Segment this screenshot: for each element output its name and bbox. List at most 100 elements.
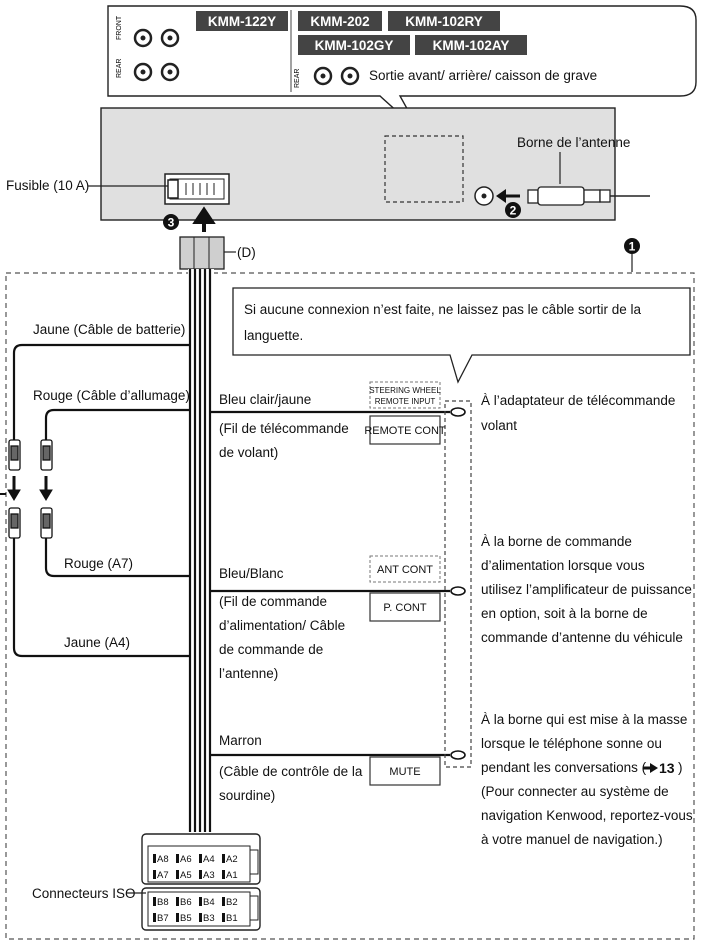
svg-text:2: 2 xyxy=(510,204,517,218)
dest-blue-white-1: À la borne de commande xyxy=(481,534,632,549)
dashed-region xyxy=(5,272,695,940)
iso-pin-mark xyxy=(222,854,225,863)
wire-label-red-a7: Rouge (A7) xyxy=(64,556,133,571)
iso-pin-label: A8 xyxy=(157,854,169,865)
iso-pin-mark xyxy=(199,870,202,879)
wire-desc-blue-yellow-2: de volant) xyxy=(219,445,278,460)
rca-jacks-left: FRONT REAR xyxy=(116,15,180,82)
iso-pin-label: B7 xyxy=(157,913,169,924)
dest-blue-white-3: utilisez l’amplificateur de puissance xyxy=(481,582,692,597)
right-wires xyxy=(210,410,450,757)
iso-pin-mark xyxy=(199,854,202,863)
note-line-2: languette. xyxy=(244,328,303,343)
model-kmm-202: KMM-202 xyxy=(310,14,369,29)
box-p-cont: P. CONT xyxy=(383,602,426,614)
iso-pin-label: B8 xyxy=(157,897,169,908)
svg-text:1: 1 xyxy=(629,240,636,254)
marker-2: 2 xyxy=(505,202,521,218)
svg-text:REAR: REAR xyxy=(116,59,123,78)
rca-jacks-right: REAR xyxy=(294,66,360,88)
dest-blue-yellow-1: À l’adaptateur de télécommande xyxy=(481,393,675,408)
iso-pin-label: B4 xyxy=(203,897,215,908)
remote-cont-box xyxy=(369,415,441,445)
iso-pin-label: A7 xyxy=(157,870,169,881)
model-kmm-102ay: KMM-102AY xyxy=(433,38,510,53)
iso-pin-label: A5 xyxy=(180,870,192,881)
steering-wheel-remote-box xyxy=(369,381,441,409)
iso-pin-mark xyxy=(153,854,156,863)
model-callout-box: FRONT REAR KMM-122Y KMM-202 KMM-102RY KM… xyxy=(107,5,697,133)
svg-text:3: 3 xyxy=(168,216,175,230)
wire-desc-blue-white-1: (Fil de commande xyxy=(219,594,327,609)
harness-bundle xyxy=(179,236,225,834)
iso-pin-label: A4 xyxy=(203,854,215,865)
iso-pin-label: A2 xyxy=(226,854,238,865)
note-line-1: Si aucune connexion n’est faite, ne lais… xyxy=(244,302,641,317)
wire-desc-blue-white-4: l’antenne) xyxy=(219,666,278,681)
iso-pin-mark xyxy=(176,897,179,906)
p-cont-box xyxy=(369,592,441,622)
wire-desc-blue-white-3: de commande de xyxy=(219,642,323,657)
iso-connectors-label: Connecteurs ISO xyxy=(32,886,136,901)
bullet-connectors xyxy=(8,439,53,539)
antenna-terminal-label: Borne de l’antenne xyxy=(517,135,630,150)
insert-arrow-icon xyxy=(192,206,216,232)
iso-pin-mark xyxy=(199,897,202,906)
iso-pin-label: A1 xyxy=(226,870,238,881)
svg-text:FRONT: FRONT xyxy=(116,15,123,40)
model-kmm-102ry: KMM-102RY xyxy=(405,14,483,29)
iso-pin-label: B6 xyxy=(180,897,192,908)
connector-d-label: (D) xyxy=(237,245,256,260)
dest-brown-6: à votre manuel de navigation.) xyxy=(481,832,663,847)
left-wires xyxy=(12,343,190,658)
page-ref-number: 13 xyxy=(659,760,675,776)
box-remote-cont: REMOTE CONT xyxy=(364,425,446,437)
iso-pin-mark xyxy=(222,870,225,879)
wire-desc-blue-yellow-1: (Fil de télécommande xyxy=(219,421,349,436)
iso-pin-mark xyxy=(176,870,179,879)
wire-label-yellow-battery: Jaune (Câble de batterie) xyxy=(33,322,185,337)
svg-text:REAR: REAR xyxy=(294,69,301,88)
iso-pin-label: A3 xyxy=(203,870,215,881)
wire-label-blue-white: Bleu/Blanc xyxy=(219,566,284,581)
rca-caption: Sortie avant/ arrière/ caisson de grave xyxy=(369,68,597,83)
model-kmm-102gy: KMM-102GY xyxy=(315,38,394,53)
fuse-icon xyxy=(167,179,179,199)
iso-pin-label: B1 xyxy=(226,913,238,924)
marker-3: 3 xyxy=(163,214,179,230)
wire-label-red-ignition: Rouge (Câble d’allumage) xyxy=(33,388,190,403)
iso-pin-mark xyxy=(153,870,156,879)
wire-label-yellow-a4: Jaune (A4) xyxy=(64,635,130,650)
wire-desc-blue-white-2: d’alimentation/ Câble xyxy=(219,618,345,633)
iso-pin-mark xyxy=(153,897,156,906)
model-badge-kmm-122y xyxy=(196,11,288,31)
box-steering-2: REMOTE INPUT xyxy=(375,397,436,406)
iso-pin-label: A6 xyxy=(180,854,192,865)
iso-pin-mark xyxy=(222,913,225,922)
iso-pin-mark xyxy=(153,913,156,922)
dest-brown-2: lorsque le téléphone sonne ou xyxy=(481,736,662,751)
box-mute: MUTE xyxy=(389,766,420,778)
antenna-plug-icon xyxy=(496,186,650,206)
wire-label-blue-yellow: Bleu clair/jaune xyxy=(219,392,311,407)
iso-connector-b xyxy=(141,887,261,931)
wire-desc-brown-2: sourdine) xyxy=(219,788,275,803)
iso-pin-label: B3 xyxy=(203,913,215,924)
dest-brown-3: pendant les conversations ( xyxy=(481,760,647,775)
dest-blue-white-5: commande d’antenne du véhicule xyxy=(481,630,683,645)
page-ref-close: ) xyxy=(678,760,683,775)
connect-arrows-icon xyxy=(0,476,53,501)
page-ref-arrow-icon xyxy=(643,763,658,773)
wire-end-loops xyxy=(450,407,466,760)
box-ant-cont: ANT CONT xyxy=(377,564,433,576)
model-kmm-122y: KMM-122Y xyxy=(208,14,276,29)
wire-label-brown: Marron xyxy=(219,733,262,748)
dest-brown-1: À la borne qui est mise à la masse xyxy=(481,712,687,727)
dest-blue-white-4: en option, soit à la borne de xyxy=(481,606,648,621)
iso-pin-mark xyxy=(176,854,179,863)
iso-pin-label: B2 xyxy=(226,897,238,908)
dest-brown-5: navigation Kenwood, reportez-vous xyxy=(481,808,693,823)
iso-pin-mark xyxy=(199,913,202,922)
iso-pin-mark xyxy=(176,913,179,922)
